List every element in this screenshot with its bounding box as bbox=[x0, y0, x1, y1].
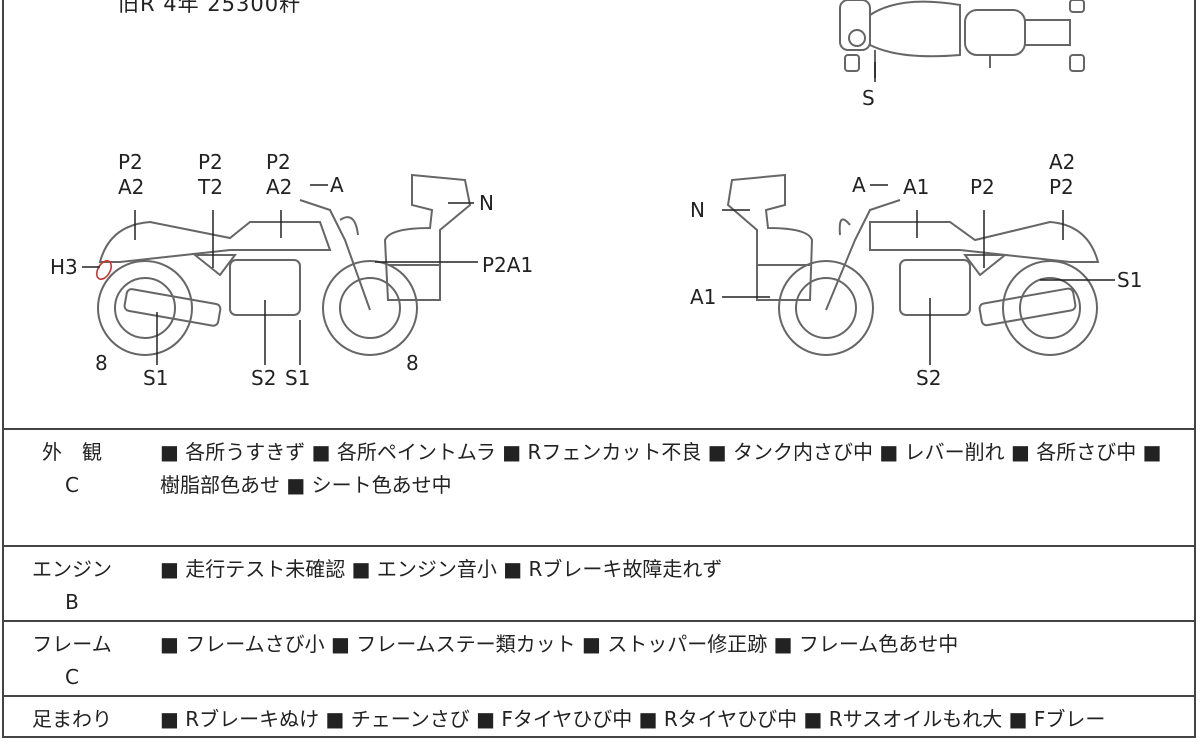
label-a2-rear-right: A2 bbox=[1049, 150, 1076, 174]
right-side-motorcycle bbox=[726, 173, 1100, 356]
label-h3: H3 bbox=[50, 255, 78, 279]
motorcycle-diagram bbox=[82, 0, 1115, 365]
label-s1-muffler: S1 bbox=[143, 366, 169, 390]
condition-items: ■ フレームさび小 ■ フレームステー類カット ■ ストッパー修正跡 ■ フレー… bbox=[160, 632, 959, 656]
table-row-exterior: 外 観 C ■ 各所うすきず ■ 各所ペイントムラ ■ Rフェンカット不良 ■ タ… bbox=[2, 428, 1196, 545]
grade-label: C bbox=[65, 473, 79, 497]
table-row-suspension: 足まわり ■ Rブレーキぬけ ■ チェーンさび ■ Fタイヤひび中 ■ Rタイヤ… bbox=[2, 695, 1196, 755]
leader-lines bbox=[82, 62, 1115, 365]
grade-label: B bbox=[65, 590, 79, 614]
left-side-motorcycle bbox=[97, 173, 472, 356]
top-view-motorcycle bbox=[839, 0, 1085, 78]
label-a2-rear: A2 bbox=[118, 175, 145, 199]
label-s2-engine-right: S2 bbox=[916, 366, 942, 390]
label-s1-engine: S1 bbox=[285, 366, 311, 390]
label-p2-frame: P2 bbox=[198, 150, 223, 174]
label-t2-frame: T2 bbox=[198, 175, 223, 199]
label-n-cowl: N bbox=[479, 191, 494, 215]
condition-items: ■ Rブレーキぬけ ■ チェーンさび ■ Fタイヤひび中 ■ Rタイヤひび中 ■… bbox=[160, 707, 1106, 731]
label-s2-engine: S2 bbox=[251, 366, 277, 390]
condition-table: 外 観 C ■ 各所うすきず ■ 各所ペイントムラ ■ Rフェンカット不良 ■ タ… bbox=[2, 428, 1196, 755]
condition-items: ■ 走行テスト未確認 ■ エンジン音小 ■ Rブレーキ故障走れず bbox=[160, 557, 723, 581]
label-a1-tank-right: A1 bbox=[903, 175, 930, 199]
table-row-frame: フレーム C ■ フレームさび小 ■ フレームステー類カット ■ ストッパー修正跡… bbox=[2, 620, 1196, 695]
label-a-lever-right: A bbox=[852, 173, 866, 197]
label-a1-cowl-right: A1 bbox=[690, 285, 717, 309]
label-a2-tank: A2 bbox=[266, 175, 293, 199]
label-8-front: 8 bbox=[406, 351, 419, 375]
vehicle-summary: 旧R 4年 25300粁 bbox=[118, 0, 302, 16]
label-p2a1-fork: P2A1 bbox=[482, 253, 534, 277]
label-n-cowl-right: N bbox=[690, 198, 705, 222]
category-label: 外 観 bbox=[42, 440, 102, 464]
label-a-lever: A bbox=[330, 173, 344, 197]
category-label: フレーム bbox=[32, 632, 112, 656]
label-s1-rear-right: S1 bbox=[1117, 268, 1143, 292]
label-p2-tank: P2 bbox=[266, 150, 291, 174]
condition-items: ■ 各所うすきず ■ 各所ペイントムラ ■ Rフェンカット不良 ■ タンク内さび… bbox=[160, 440, 1162, 497]
label-s-top: S bbox=[862, 86, 875, 110]
category-label: エンジン bbox=[32, 557, 112, 581]
label-p2-rear-right: P2 bbox=[1049, 175, 1074, 199]
table-row-engine: エンジン B ■ 走行テスト未確認 ■ エンジン音小 ■ Rブレーキ故障走れず bbox=[2, 545, 1196, 620]
label-8-rear: 8 bbox=[95, 351, 108, 375]
label-p2-rear: P2 bbox=[118, 150, 143, 174]
grade-label: C bbox=[65, 665, 79, 689]
label-p2-frame-right: P2 bbox=[970, 175, 995, 199]
